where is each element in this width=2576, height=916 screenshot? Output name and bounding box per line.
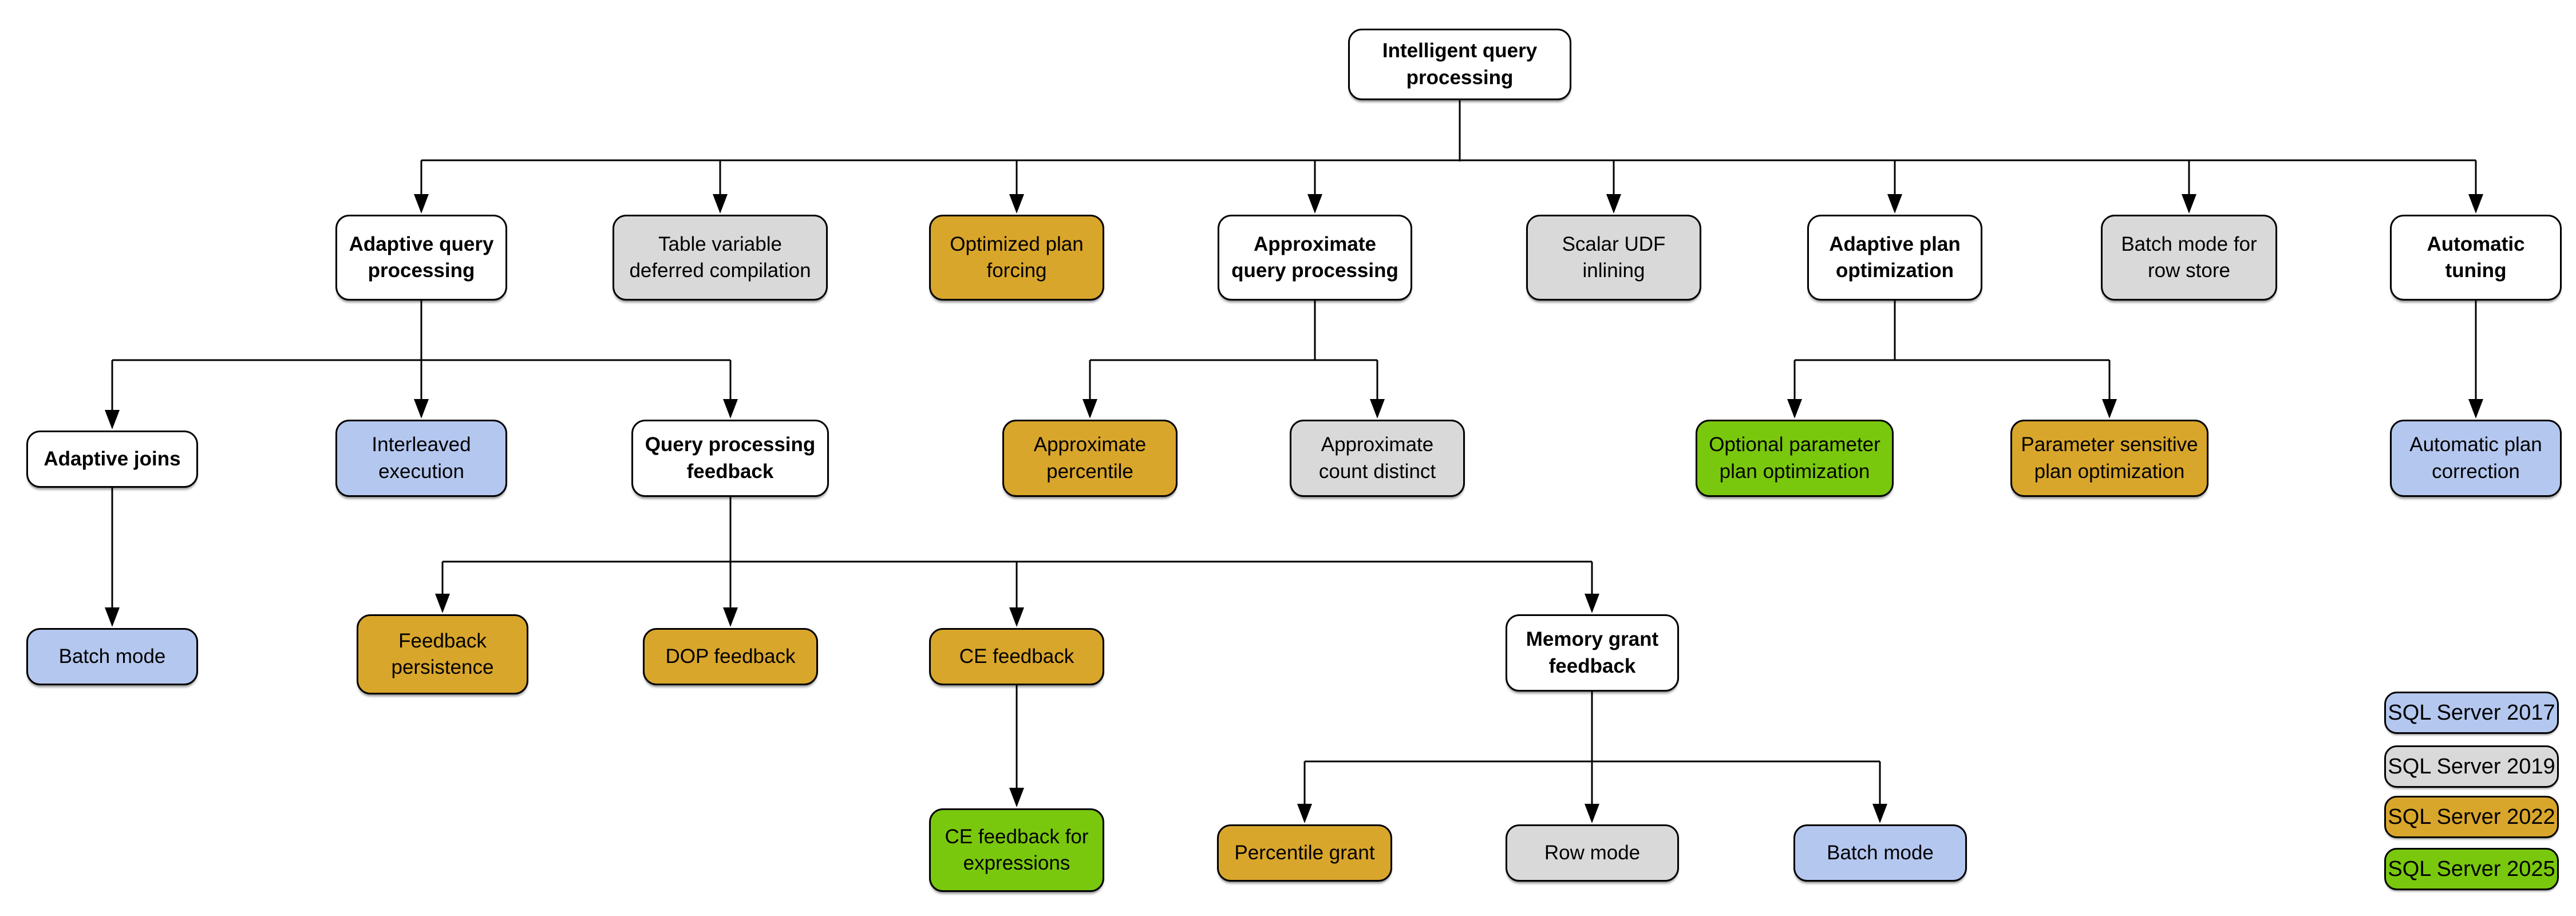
node-label: Automatic tuning xyxy=(2427,232,2525,282)
node-table-variable-deferred-compilation: Table variable deferred compilation xyxy=(613,215,828,301)
node-query-processing-feedback: Query processing feedback xyxy=(631,420,829,497)
arrowhead-icon xyxy=(1297,804,1312,823)
node-label: Automatic plan correction xyxy=(2409,433,2542,483)
node-label: Parameter sensitive plan optimization xyxy=(2021,433,2198,483)
node-label: Scalar UDF inlining xyxy=(1562,232,1666,282)
node-label: Batch mode xyxy=(58,645,166,668)
arrowhead-icon xyxy=(105,607,120,627)
node-label: Intelligent query processing xyxy=(1382,40,1538,89)
arrowhead-icon xyxy=(105,410,120,429)
arrowhead-icon xyxy=(1307,194,1322,214)
legend-label: SQL Server 2019 xyxy=(2388,754,2555,779)
arrowhead-icon xyxy=(1370,399,1385,418)
node-label: Percentile grant xyxy=(1234,841,1375,864)
arrowhead-icon xyxy=(713,194,728,214)
node-adaptive-joins: Adaptive joins xyxy=(26,431,198,488)
node-batch-mode-memory-grant: Batch mode xyxy=(1793,824,1967,882)
node-row-mode: Row mode xyxy=(1506,824,1679,882)
node-label: Adaptive joins xyxy=(44,447,181,470)
node-automatic-tuning: Automatic tuning xyxy=(2390,215,2562,301)
arrowhead-icon xyxy=(414,194,429,214)
arrowhead-icon xyxy=(1872,804,1887,823)
node-ce-feedback-for-expressions: CE feedback for expressions xyxy=(929,808,1104,892)
node-label: Table variable deferred compilation xyxy=(629,232,811,282)
arrowhead-icon xyxy=(1606,194,1621,214)
legend-item-v2025: SQL Server 2025 xyxy=(2384,848,2559,890)
arrowhead-icon xyxy=(1082,399,1097,418)
node-label: Batch mode for row store xyxy=(2121,232,2257,282)
node-ce-feedback: CE feedback xyxy=(929,628,1104,685)
node-scalar-udf-inlining: Scalar UDF inlining xyxy=(1526,215,1701,301)
legend-item-v2017: SQL Server 2017 xyxy=(2384,692,2559,734)
node-label: Memory grant feedback xyxy=(1526,628,1659,677)
arrowhead-icon xyxy=(1009,607,1024,627)
arrowhead-icon xyxy=(1787,399,1802,418)
arrowhead-icon xyxy=(1009,788,1024,807)
node-label: Optimized plan forcing xyxy=(950,232,1084,282)
arrowhead-icon xyxy=(2102,399,2117,418)
node-approximate-query-processing: Approximate query processing xyxy=(1218,215,1412,301)
node-optional-parameter-plan-optimization: Optional parameter plan optimization xyxy=(1696,420,1894,497)
node-approximate-count-distinct: Approximate count distinct xyxy=(1290,420,1465,497)
node-adaptive-plan-optimization: Adaptive plan optimization xyxy=(1807,215,1982,301)
node-label: Approximate percentile xyxy=(1033,433,1147,483)
node-batch-mode-adaptive-joins: Batch mode xyxy=(26,628,198,685)
node-optimized-plan-forcing: Optimized plan forcing xyxy=(929,215,1104,301)
arrowhead-icon xyxy=(2468,194,2483,214)
node-intelligent-query-processing: Intelligent query processing xyxy=(1348,29,1571,100)
node-label: Adaptive plan optimization xyxy=(1829,232,1961,282)
arrowhead-icon xyxy=(1009,194,1024,214)
node-label: Row mode xyxy=(1544,841,1641,864)
node-memory-grant-feedback: Memory grant feedback xyxy=(1506,614,1679,692)
legend-item-v2019: SQL Server 2019 xyxy=(2384,745,2559,788)
legend-label: SQL Server 2022 xyxy=(2388,804,2555,829)
node-label: Adaptive query processing xyxy=(349,232,494,282)
node-label: Approximate query processing xyxy=(1231,232,1398,282)
node-automatic-plan-correction: Automatic plan correction xyxy=(2390,420,2562,497)
node-feedback-persistence: Feedback persistence xyxy=(357,614,528,694)
node-parameter-sensitive-plan-optimization: Parameter sensitive plan optimization xyxy=(2010,420,2208,497)
node-percentile-grant: Percentile grant xyxy=(1217,824,1392,882)
node-interleaved-execution: Interleaved execution xyxy=(335,420,507,497)
node-label: Interleaved execution xyxy=(372,433,471,483)
node-label: Feedback persistence xyxy=(391,629,494,678)
node-label: DOP feedback xyxy=(665,645,796,668)
legend-label: SQL Server 2017 xyxy=(2388,700,2555,725)
arrowhead-icon xyxy=(2182,194,2196,214)
arrowhead-icon xyxy=(723,607,738,627)
arrowhead-icon xyxy=(414,399,429,418)
node-label: Optional parameter plan optimization xyxy=(1709,433,1880,483)
legend-label: SQL Server 2025 xyxy=(2388,856,2555,881)
node-batch-mode-for-row-store: Batch mode for row store xyxy=(2101,215,2277,301)
arrowhead-icon xyxy=(1585,804,1599,823)
node-adaptive-query-processing: Adaptive query processing xyxy=(335,215,507,301)
arrowhead-icon xyxy=(2468,399,2483,418)
arrowhead-icon xyxy=(1887,194,1902,214)
node-label: Batch mode xyxy=(1827,841,1934,864)
arrowhead-icon xyxy=(723,399,738,418)
node-label: Approximate count distinct xyxy=(1318,433,1436,483)
node-dop-feedback: DOP feedback xyxy=(643,628,818,685)
node-label: Query processing feedback xyxy=(645,433,816,483)
legend-item-v2022: SQL Server 2022 xyxy=(2384,796,2559,838)
arrowhead-icon xyxy=(1585,594,1599,613)
node-approximate-percentile: Approximate percentile xyxy=(1002,420,1178,497)
arrowhead-icon xyxy=(435,594,450,613)
node-label: CE feedback xyxy=(959,645,1074,668)
node-label: CE feedback for expressions xyxy=(945,825,1089,874)
